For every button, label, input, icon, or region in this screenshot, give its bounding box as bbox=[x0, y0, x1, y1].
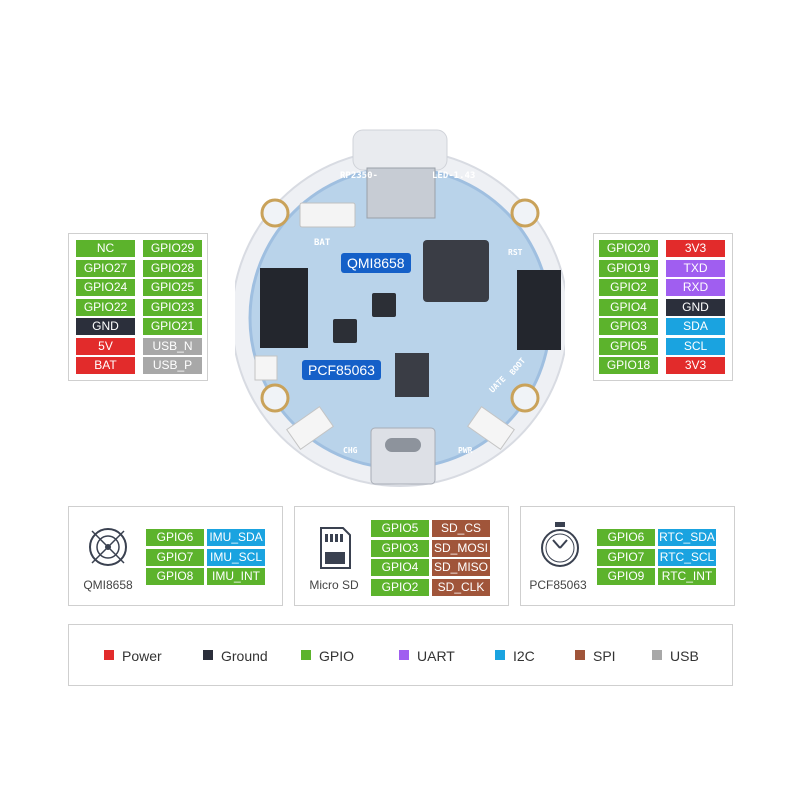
board-label-model-suffix: LED-1.43 bbox=[432, 171, 476, 181]
pin-label: GPIO6 bbox=[597, 529, 655, 546]
pin-label: GPIO6 bbox=[146, 529, 204, 546]
pin-label: 5V bbox=[76, 337, 135, 355]
pin-label: GPIO20 bbox=[599, 240, 658, 257]
legend-swatch bbox=[104, 650, 114, 660]
pin-label: SD_MOSI bbox=[432, 539, 490, 557]
legend-swatch bbox=[203, 650, 213, 660]
pin-label: GPIO3 bbox=[371, 539, 429, 557]
pin-label: SD_MISO bbox=[432, 559, 490, 576]
pin-label: GND bbox=[666, 298, 725, 316]
board-label-model: RP2350- bbox=[340, 171, 378, 181]
pin-label: 3V3 bbox=[666, 357, 725, 374]
board-label-chg: CHG bbox=[343, 446, 358, 455]
pin-label: GPIO7 bbox=[597, 548, 655, 566]
pin-label: RTC_SDA bbox=[658, 529, 716, 546]
legend-label: GPIO bbox=[319, 648, 355, 664]
sd-card-icon bbox=[320, 527, 351, 569]
board-label-rst: RST bbox=[508, 248, 523, 257]
board-label-bat: BAT bbox=[314, 238, 331, 248]
pin-label: GPIO22 bbox=[76, 298, 135, 316]
pin-label: IMU_SDA bbox=[207, 529, 265, 546]
rtc-caption: PCF85063 bbox=[529, 578, 587, 592]
imu-icon bbox=[89, 528, 127, 566]
pin-label: GPIO4 bbox=[371, 559, 429, 576]
pin-label: GPIO3 bbox=[599, 318, 658, 335]
imu-caption: QMI8658 bbox=[83, 578, 133, 592]
pin-label: SDA bbox=[666, 318, 725, 335]
pin-label: GPIO9 bbox=[597, 568, 655, 585]
pin-label: IMU_INT bbox=[207, 568, 265, 585]
pin-label: RTC_INT bbox=[658, 568, 716, 585]
pin-label: GPIO25 bbox=[143, 279, 202, 296]
board-illustration bbox=[231, 128, 569, 488]
pin-label: BAT bbox=[76, 357, 135, 374]
legend-label: UART bbox=[417, 648, 455, 664]
pin-label: GPIO24 bbox=[76, 279, 135, 296]
stopwatch-icon bbox=[541, 522, 579, 567]
legend-label: Power bbox=[122, 648, 162, 664]
pin-label: GPIO29 bbox=[143, 240, 202, 257]
legend-label: USB bbox=[670, 648, 699, 664]
board-drawing bbox=[231, 129, 569, 487]
pin-label: GPIO21 bbox=[143, 318, 202, 335]
pin-label: GPIO18 bbox=[599, 357, 658, 374]
chip-label-rtc: PCF85063 bbox=[302, 360, 381, 380]
pin-label: TXD bbox=[666, 259, 725, 277]
pin-label: GPIO27 bbox=[76, 259, 135, 277]
pin-label: GPIO23 bbox=[143, 298, 202, 316]
pin-label: 3V3 bbox=[666, 240, 725, 257]
chip-label-imu: QMI8658 bbox=[341, 253, 411, 273]
pin-label: GPIO19 bbox=[599, 259, 658, 277]
pin-label: USB_P bbox=[143, 357, 202, 374]
pin-label: NC bbox=[76, 240, 135, 257]
pin-label: GND bbox=[76, 318, 135, 335]
pin-label: IMU_SCL bbox=[207, 548, 265, 566]
pin-label: SCL bbox=[666, 337, 725, 355]
legend-swatch bbox=[301, 650, 311, 660]
pin-label: GPIO4 bbox=[599, 298, 658, 316]
pin-label: RTC_SCL bbox=[658, 548, 716, 566]
pin-label: GPIO2 bbox=[371, 578, 429, 596]
pin-label: USB_N bbox=[143, 337, 202, 355]
pin-label: GPIO8 bbox=[146, 568, 204, 585]
pin-label: GPIO7 bbox=[146, 548, 204, 566]
pin-label: GPIO5 bbox=[371, 520, 429, 537]
legend-label: Ground bbox=[221, 648, 268, 664]
pin-label: GPIO5 bbox=[599, 337, 658, 355]
pin-label: GPIO2 bbox=[599, 279, 658, 296]
legend-swatch bbox=[399, 650, 409, 660]
legend-swatch bbox=[575, 650, 585, 660]
legend-label: SPI bbox=[593, 648, 616, 664]
legend-label: I2C bbox=[513, 648, 535, 664]
board-label-pwr: PWR bbox=[458, 446, 473, 455]
pin-label: SD_CLK bbox=[432, 578, 490, 596]
legend-swatch bbox=[495, 650, 505, 660]
sd-caption: Micro SD bbox=[309, 578, 359, 592]
legend-swatch bbox=[652, 650, 662, 660]
pin-label: SD_CS bbox=[432, 520, 490, 537]
pin-label: RXD bbox=[666, 279, 725, 296]
pin-label: GPIO28 bbox=[143, 259, 202, 277]
